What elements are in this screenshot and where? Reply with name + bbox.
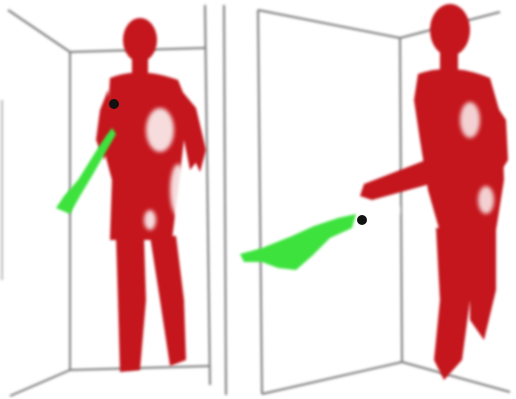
point-marker-icon	[109, 99, 119, 109]
point-marker-icon	[357, 215, 367, 225]
